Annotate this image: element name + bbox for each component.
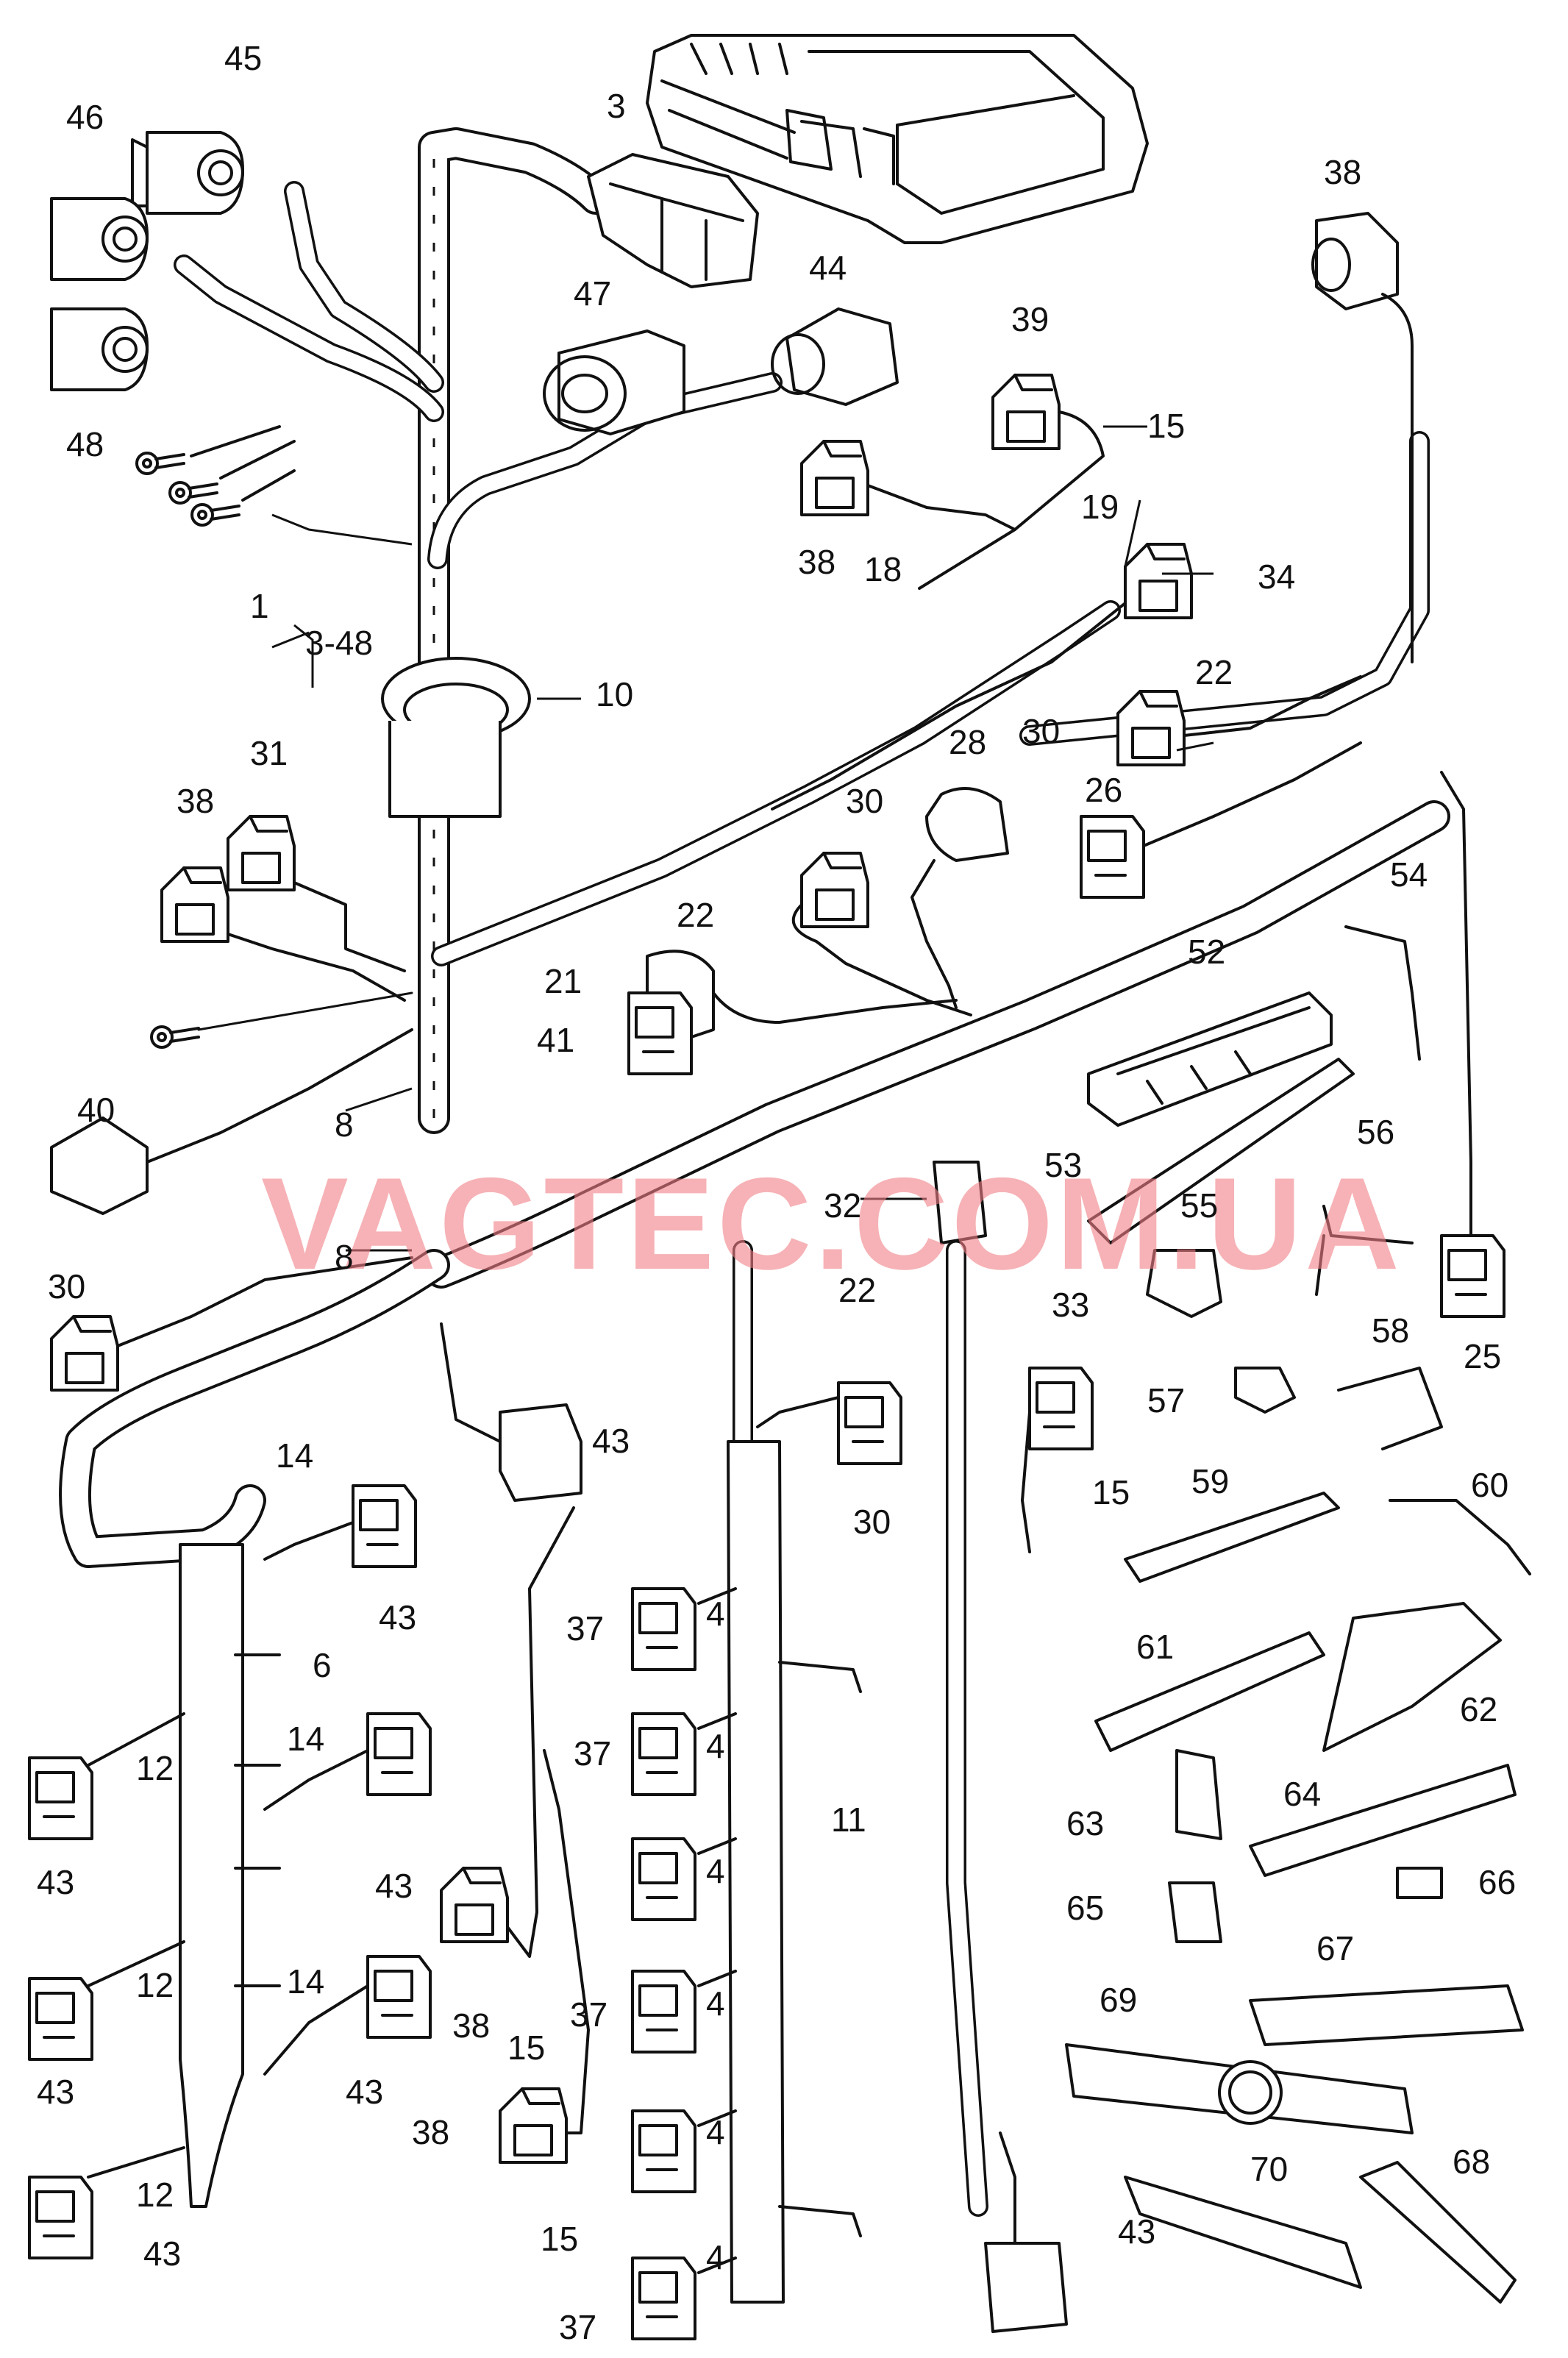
callout-67: 67 bbox=[1316, 1929, 1354, 1967]
callout-34: 34 bbox=[1258, 558, 1295, 596]
callout-38: 38 bbox=[452, 2006, 490, 2045]
callout-26: 26 bbox=[1085, 771, 1122, 809]
engine-control-unit bbox=[646, 34, 1149, 244]
callout-63: 63 bbox=[1066, 1804, 1104, 1842]
callout-47: 47 bbox=[574, 274, 611, 313]
callout-4: 4 bbox=[706, 1852, 725, 1890]
callout-8: 8 bbox=[335, 1105, 354, 1144]
callout-14: 14 bbox=[276, 1436, 313, 1475]
connectors bbox=[28, 131, 1505, 2340]
callout-4: 4 bbox=[706, 1727, 725, 1765]
callout-4: 4 bbox=[706, 1595, 725, 1633]
callout-10: 10 bbox=[596, 675, 633, 713]
callout-55: 55 bbox=[1180, 1186, 1218, 1225]
callout-25: 25 bbox=[1464, 1337, 1501, 1375]
bracket-strips bbox=[179, 1440, 862, 2304]
callout-43: 43 bbox=[346, 2073, 383, 2111]
callout-65: 65 bbox=[1066, 1889, 1104, 1927]
callout-21: 21 bbox=[544, 962, 582, 1000]
callout-43: 43 bbox=[1118, 2212, 1155, 2251]
callout-54: 54 bbox=[1390, 855, 1428, 894]
callout-11: 11 bbox=[831, 1800, 866, 1839]
callout-30: 30 bbox=[48, 1267, 85, 1306]
callout-38: 38 bbox=[412, 2113, 449, 2151]
callout-8: 8 bbox=[335, 1238, 354, 1276]
callout-66: 66 bbox=[1478, 1863, 1516, 1901]
callout-44: 44 bbox=[809, 249, 847, 287]
callout-28: 28 bbox=[949, 723, 986, 761]
callout-30: 30 bbox=[853, 1503, 891, 1541]
main-harness-trunks bbox=[59, 127, 1450, 2254]
callout-38: 38 bbox=[1324, 153, 1361, 191]
callout-19: 19 bbox=[1081, 488, 1119, 526]
callout-52: 52 bbox=[1188, 933, 1225, 971]
callout-32: 32 bbox=[824, 1186, 861, 1225]
watermark-text: VAGTEC.COM.UA bbox=[261, 1150, 1403, 1297]
callout-22: 22 bbox=[838, 1271, 876, 1309]
callout-53: 53 bbox=[1044, 1146, 1082, 1184]
callout-15: 15 bbox=[1147, 407, 1185, 445]
leader-lines bbox=[271, 425, 1214, 1252]
callout-40: 40 bbox=[77, 1091, 115, 1129]
callout-37: 37 bbox=[559, 2308, 596, 2346]
callout-30: 30 bbox=[846, 782, 883, 820]
callout-12: 12 bbox=[136, 1966, 174, 2004]
callout-4: 4 bbox=[706, 1984, 725, 2023]
callout-15: 15 bbox=[507, 2028, 545, 2067]
callout-4: 4 bbox=[706, 2113, 725, 2151]
callout-38: 38 bbox=[798, 543, 835, 581]
callout-33: 33 bbox=[1052, 1286, 1089, 1324]
callout-12: 12 bbox=[136, 1749, 174, 1787]
callout-labels: 45 46 3 38 47 44 39 15 48 19 38 18 34 1 … bbox=[37, 39, 1516, 2346]
callout-37: 37 bbox=[566, 1609, 604, 1648]
callout-62: 62 bbox=[1460, 1690, 1497, 1728]
brackets-right bbox=[1065, 925, 1531, 2304]
callout-41: 41 bbox=[537, 1021, 574, 1059]
callout-14: 14 bbox=[287, 1720, 324, 1758]
callout-38: 38 bbox=[177, 782, 214, 820]
callout-43: 43 bbox=[37, 1863, 74, 1901]
callout-70: 70 bbox=[1250, 2150, 1288, 2188]
callout-37: 37 bbox=[570, 1995, 607, 2034]
callout-22: 22 bbox=[677, 896, 714, 934]
callout-6: 6 bbox=[313, 1646, 332, 1684]
callout-45: 45 bbox=[224, 39, 262, 77]
callout-64: 64 bbox=[1283, 1775, 1321, 1813]
callout-43: 43 bbox=[379, 1598, 416, 1636]
callout-37: 37 bbox=[574, 1734, 611, 1773]
callout-39: 39 bbox=[1011, 300, 1049, 338]
callout-14: 14 bbox=[287, 1962, 324, 2001]
callout-18: 18 bbox=[864, 550, 902, 588]
callout-3: 3 bbox=[607, 87, 626, 125]
callout-3-48: 3-48 bbox=[305, 624, 373, 662]
callout-57: 57 bbox=[1147, 1381, 1185, 1420]
callout-69: 69 bbox=[1100, 1981, 1137, 2019]
callout-43: 43 bbox=[375, 1867, 413, 1905]
callout-12: 12 bbox=[136, 2176, 174, 2214]
callout-30: 30 bbox=[1022, 712, 1060, 750]
callout-59: 59 bbox=[1191, 1462, 1229, 1500]
callout-43: 43 bbox=[143, 2234, 181, 2273]
callout-15: 15 bbox=[1092, 1473, 1130, 1511]
callout-48: 48 bbox=[66, 425, 104, 463]
callout-56: 56 bbox=[1357, 1113, 1394, 1151]
callout-15: 15 bbox=[541, 2220, 578, 2258]
callout-1: 1 bbox=[250, 587, 269, 625]
callout-58: 58 bbox=[1372, 1311, 1409, 1350]
callout-43: 43 bbox=[37, 2073, 74, 2111]
callout-68: 68 bbox=[1453, 2142, 1490, 2181]
callout-31: 31 bbox=[250, 734, 288, 772]
callout-61: 61 bbox=[1136, 1628, 1174, 1666]
callout-46: 46 bbox=[66, 98, 104, 136]
callout-43: 43 bbox=[592, 1422, 630, 1460]
callout-60: 60 bbox=[1471, 1466, 1508, 1504]
callout-4: 4 bbox=[706, 2238, 725, 2276]
callout-22: 22 bbox=[1195, 653, 1233, 691]
